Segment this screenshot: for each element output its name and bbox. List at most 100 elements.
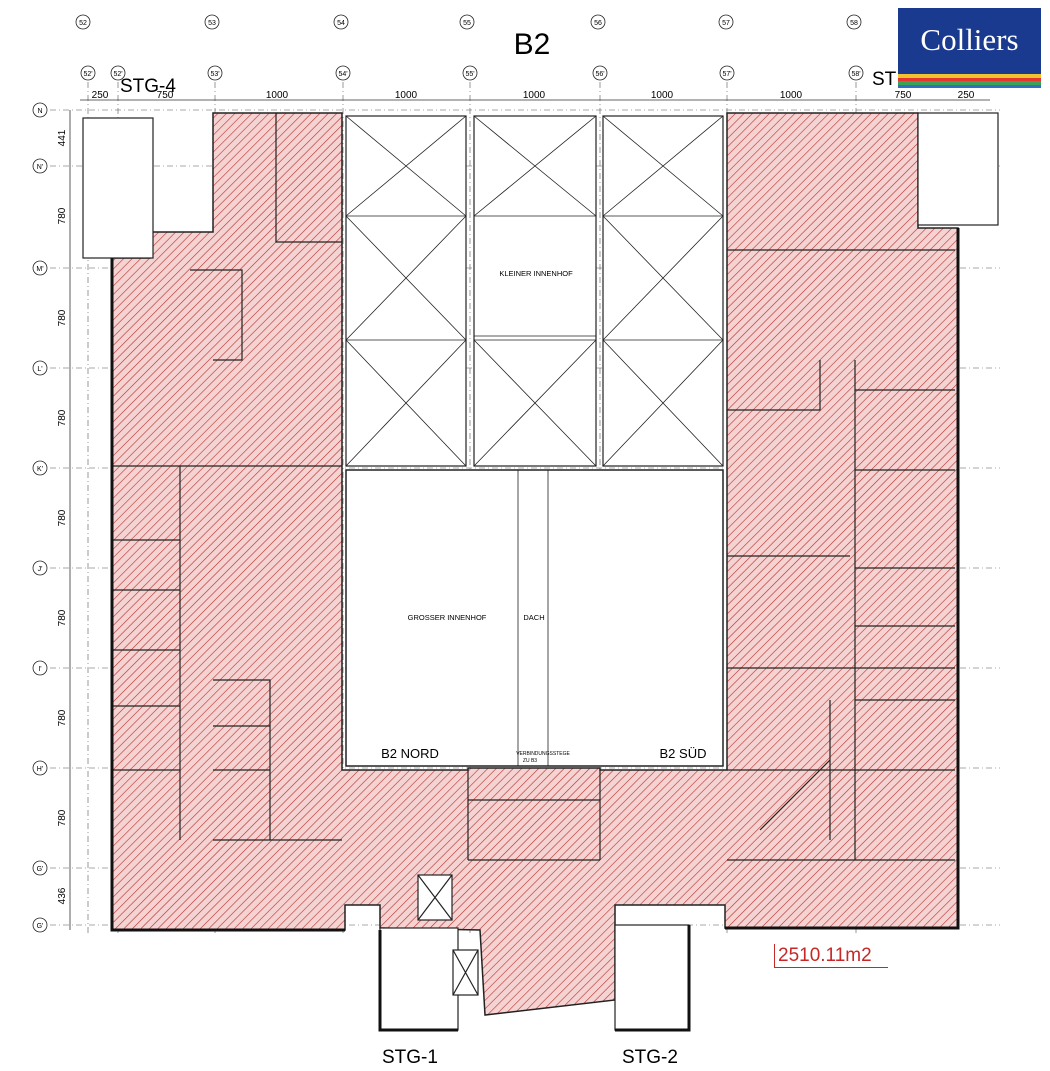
axis-left-4: K' xyxy=(32,460,48,476)
stair-core-1 xyxy=(379,927,459,1031)
dim-top-1: 750 xyxy=(157,90,174,101)
axis-left-3-label: L' xyxy=(37,366,42,373)
axis-top2-4: 55' xyxy=(462,65,478,81)
stair-core-2 xyxy=(614,924,690,1031)
dim-top-2: 1000 xyxy=(266,90,289,101)
axis-markers-top: 52 53 54 55 56 57 58 52' 52' 53' 54' 55' 56' 57' 58' xyxy=(75,14,864,81)
stair-cores xyxy=(82,112,999,1031)
axis-left-0-label: N xyxy=(37,108,42,115)
axis-left-6-label: I' xyxy=(38,666,41,673)
area-label: 2510.11m2 xyxy=(774,944,888,968)
axis-left-5: J' xyxy=(32,560,48,576)
axis-left-2-label: M' xyxy=(36,266,43,273)
axis-top-5: 57 xyxy=(718,14,734,30)
bridge-label: VERBINDUNGSSTEGE xyxy=(516,751,570,757)
axis-left-5-label: J' xyxy=(38,566,43,573)
axis-top2-1: 52' xyxy=(110,65,126,81)
stripe-green xyxy=(898,81,1041,85)
stair-label-2: STG-2 xyxy=(622,1047,678,1068)
wing-north-label: B2 NORD xyxy=(381,746,439,761)
axis-left-6: I' xyxy=(32,660,48,676)
dim-left-1: 780 xyxy=(57,207,68,224)
axis-top2-7-label: 58' xyxy=(851,71,860,78)
dim-top-0: 250 xyxy=(92,90,109,101)
axis-left-1-label: N' xyxy=(37,164,43,171)
dim-top-4: 1000 xyxy=(523,90,546,101)
bridge-label-2: ZU B3 xyxy=(523,758,537,764)
dim-left-7: 780 xyxy=(57,809,68,826)
axis-top2-2-label: 53' xyxy=(210,71,219,78)
stair-core-right xyxy=(917,112,999,226)
axis-top-3-label: 55 xyxy=(463,20,471,27)
stripe-yellow xyxy=(898,74,1041,78)
axis-top2-3: 54' xyxy=(335,65,351,81)
axis-top-2: 54 xyxy=(333,14,349,30)
dim-left-4: 780 xyxy=(57,509,68,526)
outer-walls xyxy=(110,228,960,1032)
dim-top-3: 1000 xyxy=(395,90,418,101)
axis-left-9-label: G' xyxy=(37,923,44,930)
stripe-red xyxy=(898,77,1041,81)
stair-label-right: ST xyxy=(872,69,897,90)
axis-left-8-label: G' xyxy=(37,866,44,873)
logo-stripes xyxy=(898,74,1041,88)
axis-top2-6: 57' xyxy=(719,65,735,81)
colliers-logo: Colliers xyxy=(898,8,1041,88)
small-courtyard-a xyxy=(345,115,467,467)
floor-area xyxy=(111,112,959,1016)
large-courtyard xyxy=(345,469,724,767)
axis-top2-3-label: 54' xyxy=(338,71,347,78)
stair-label-1: STG-1 xyxy=(382,1047,438,1068)
small-courtyard-b xyxy=(473,115,597,467)
axis-left-1: N' xyxy=(32,158,48,174)
axis-top-3: 55 xyxy=(459,14,475,30)
skylight-crosses xyxy=(345,115,724,766)
dim-left-2: 780 xyxy=(57,309,68,326)
dim-left-6: 780 xyxy=(57,709,68,726)
axis-left-4-label: K' xyxy=(37,466,43,473)
dim-left-3: 780 xyxy=(57,409,68,426)
dim-left-0: 441 xyxy=(57,129,68,146)
dim-top-8: 250 xyxy=(958,90,975,101)
dim-top-6: 1000 xyxy=(780,90,803,101)
large-courtyard-label: GROSSER INNENHOF xyxy=(408,613,487,622)
axis-top2-0-label: 52' xyxy=(83,71,92,78)
wing-south-label: B2 SÜD xyxy=(660,746,707,761)
axis-top2-0: 52' xyxy=(80,65,96,81)
axis-left-7: H' xyxy=(32,760,48,776)
plan-title: B2 xyxy=(514,28,551,61)
axis-top-4: 56 xyxy=(590,14,606,30)
logo-text: Colliers xyxy=(920,22,1019,57)
axis-left-0: N xyxy=(32,102,48,118)
axis-top-1: 53 xyxy=(204,14,220,30)
axis-top2-5: 56' xyxy=(592,65,608,81)
axis-top2-2: 53' xyxy=(207,65,223,81)
dim-top-7: 750 xyxy=(895,90,912,101)
axis-top-4-label: 56 xyxy=(594,20,602,27)
axis-left-3: L' xyxy=(32,360,48,376)
small-courtyard-label: KLEINER INNENHOF xyxy=(499,269,573,278)
axis-top-0-label: 52 xyxy=(79,20,87,27)
axis-top-0: 52 xyxy=(75,14,91,30)
stripe-blue xyxy=(898,84,1041,88)
axis-top-2-label: 54 xyxy=(337,20,345,27)
axis-top2-4-label: 55' xyxy=(465,71,474,78)
axis-top-5-label: 57 xyxy=(722,20,730,27)
axis-top-6: 58 xyxy=(846,14,862,30)
axis-markers-left: N N' M' L' K' J' I' H' G' G' xyxy=(32,102,48,933)
axis-top2-6-label: 57' xyxy=(722,71,731,78)
axis-top2-1-label: 52' xyxy=(113,71,122,78)
stair-core-4 xyxy=(82,117,154,259)
axis-left-8: G' xyxy=(32,860,48,876)
axis-left-7-label: H' xyxy=(37,766,43,773)
room-partitions xyxy=(112,113,955,861)
dim-top-5: 1000 xyxy=(651,90,674,101)
roof-label: DACH xyxy=(523,613,544,622)
small-courtyard-c xyxy=(602,115,724,467)
dim-left-5: 780 xyxy=(57,609,68,626)
axis-top-1-label: 53 xyxy=(208,20,216,27)
axis-left-9: G' xyxy=(32,917,48,933)
dimension-top: 250 750 1000 1000 1000 1000 1000 750 250 xyxy=(92,90,975,101)
dim-left-8: 436 xyxy=(57,887,68,904)
